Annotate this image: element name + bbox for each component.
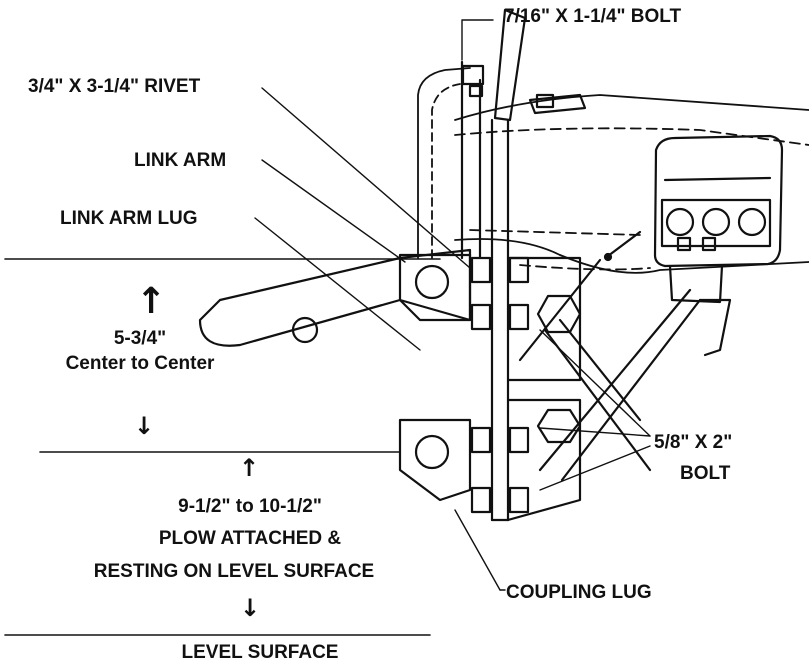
coupling-plate [490, 118, 510, 522]
top-bracket [460, 8, 587, 260]
top-bolt-label: 7/16" X 1-1/4" BOLT [504, 6, 682, 27]
spacing-value: 5-3/4" [113, 328, 167, 349]
height-line-2: RESTING ON LEVEL SURFACE [93, 561, 375, 582]
spacing-down-arrow: ↓ [134, 412, 155, 440]
link-arm-lug [398, 253, 472, 322]
upper-coupling-lug [506, 256, 582, 382]
side-bolt-label-line-1: 5/8" X 2" [654, 432, 733, 453]
rivet-label: 3/4" X 3-1/4" RIVET [28, 76, 201, 97]
coupling-lug-label: COUPLING LUG [506, 582, 652, 603]
spacing-up-arrow: ↑ [136, 281, 167, 322]
leader-lines [254, 19, 651, 591]
link-arm-lug-label: LINK ARM LUG [60, 208, 198, 229]
height-line-1: PLOW ATTACHED & [158, 528, 342, 549]
plate-bolts [470, 256, 530, 514]
height-down-arrow: ↓ [240, 594, 261, 622]
lower-coupling-lug [398, 398, 582, 522]
spacing-caption: Center to Center [65, 353, 215, 374]
side-bolt-label-line-2: BOLT [680, 463, 731, 484]
right-bracket-box [603, 134, 784, 357]
height-value: 9-1/2" to 10-1/2" [178, 496, 322, 517]
link-arm-label: LINK ARM [134, 150, 227, 171]
plow-frame [417, 67, 809, 274]
diagonal-braces [518, 258, 702, 482]
level-surface-label: LEVEL SURFACE [181, 642, 339, 663]
height-up-arrow: ↑ [239, 454, 260, 482]
